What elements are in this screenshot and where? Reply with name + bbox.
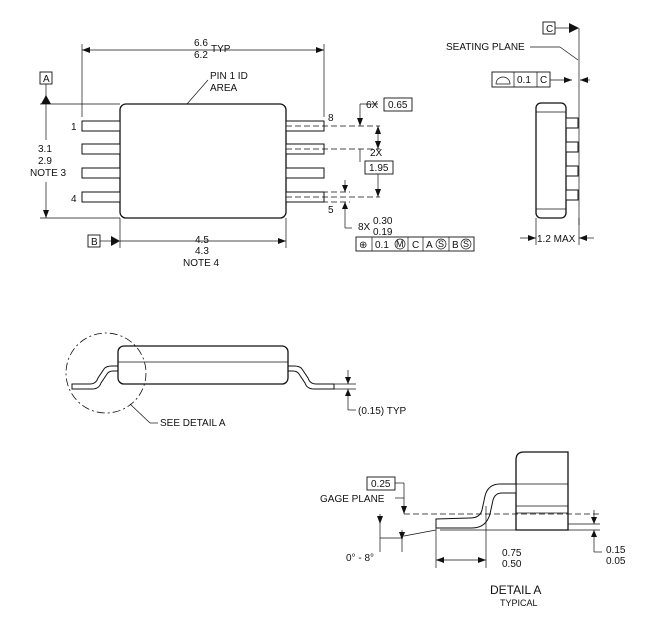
span-dimension: 2X 1.95 [286,148,394,198]
pin-5-label: 5 [328,205,334,216]
angle-label: 0° - 8° [346,553,374,564]
detail-a: 0.25 GAGE PLANE 0° - 8° 0.75 0.50 0.15 0… [320,451,626,608]
pin-4-label: 4 [71,194,77,205]
foot-length-max: 0.75 [502,548,522,559]
side-leads [565,117,579,201]
length-max: 3.1 [38,144,52,155]
detail-body [515,451,569,531]
detail-subtitle: TYPICAL [500,598,538,608]
gage-plane-label: GAGE PLANE [320,494,385,505]
package-body-front [117,345,289,385]
overall-width-suffix: TYP [211,44,231,55]
datum-b-label: B [91,237,98,248]
body-width-max: 4.5 [195,235,209,246]
right-leads [285,120,325,203]
detail-lead [435,483,517,529]
span-count: 2X [370,148,383,159]
profile-symbol [495,76,511,85]
datum-c-label: C [546,24,553,35]
pin-1-label: 1 [71,122,77,133]
pitch-count: 6X [366,100,379,111]
coplanarity-value: 0.1 [517,75,531,86]
span-value: 1.95 [369,163,389,174]
top-view: 6.6 6.2 TYP PIN 1 ID AREA 1 4 [30,38,475,269]
pitch-dimension: 6X 0.65 [286,97,413,162]
detail-a-callout-circle [65,332,147,414]
package-body-top [119,103,287,219]
body-width-dimension: B 4.5 4.3 NOTE 4 [87,218,287,269]
overall-width-dimension: 6.6 6.2 TYP [81,38,325,117]
fcf-datum-2-mod: S [438,239,444,249]
length-dimension: A 3.1 2.9 NOTE 3 [30,71,120,219]
lead-width-max: 0.30 [373,216,393,227]
length-min: 2.9 [38,156,52,167]
fcf-datum-3-mod: S [463,239,469,249]
lead-width-dimension: 8X 0.30 0.19 [286,180,393,238]
left-leads [81,120,121,203]
fcf-datum-1: C [412,240,419,251]
lead-width-count: 8X [358,222,371,233]
standoff-min: 0.05 [606,556,626,567]
datum-a-label: A [43,74,50,85]
body-width-note: NOTE 4 [183,258,220,269]
pitch-value: 0.65 [388,100,408,111]
lead-width-min: 0.19 [373,227,393,238]
gage-value: 0.25 [371,479,391,490]
height-max: 1.2 MAX [537,234,576,245]
pin-8-label: 8 [328,113,334,124]
position-symbol: ⊕ [359,240,367,251]
pin1-label-line2: AREA [210,83,238,94]
coplanarity-datum: C [540,75,547,86]
body-width-min: 4.3 [195,246,209,257]
package-body-side [535,102,567,219]
foot-length-min: 0.50 [502,559,522,570]
position-tolerance-frame: ⊕ 0.1 M C A S B S [355,236,475,252]
overall-width-max: 6.6 [194,38,208,49]
pin1-label-line1: PIN 1 ID [210,71,248,82]
seating-plane-label: SEATING PLANE [446,42,525,53]
front-standoff-label: (0.15) TYP [358,406,406,417]
position-modifier: M [396,239,404,249]
fcf-datum-2: A [426,240,433,251]
coplanarity-frame: 0.1 C [491,71,590,88]
overall-width-min: 6.2 [194,50,208,61]
position-tolerance: 0.1 [375,240,389,251]
standoff-max: 0.15 [606,545,626,556]
side-view: C SEATING PLANE 0.1 C [446,21,594,245]
front-view: SEE DETAIL A (0.15) TYP [65,332,406,429]
length-note: NOTE 3 [30,168,67,179]
see-detail-label: SEE DETAIL A [160,418,226,429]
fcf-datum-3: B [452,240,459,251]
detail-title: DETAIL A [490,583,541,597]
